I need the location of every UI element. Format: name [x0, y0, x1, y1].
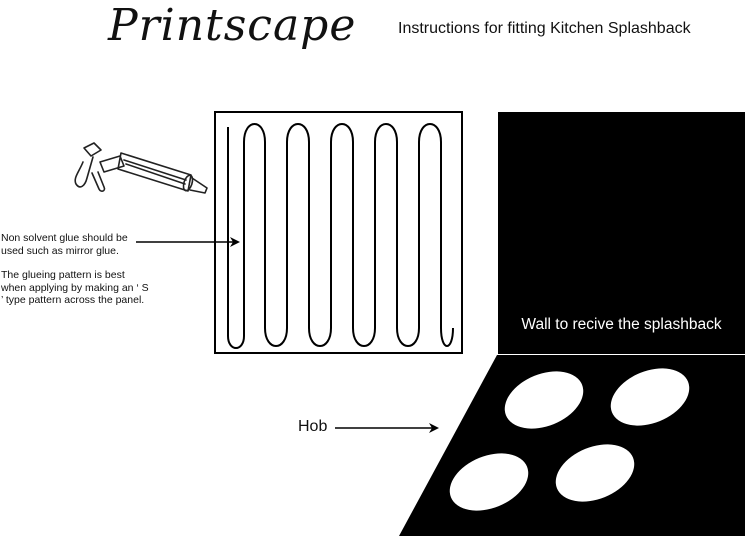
hob-label: Hob — [298, 418, 328, 435]
hob-burner — [449, 453, 529, 511]
glue-s-pattern — [227, 123, 454, 349]
glue-instruction-1: Non solvent glue should be used such as … — [1, 232, 128, 257]
hob-burner — [610, 368, 690, 426]
glue-instructions: Non solvent glue should be used such as … — [1, 232, 151, 319]
hob-burner — [555, 444, 635, 502]
caulking-gun-icon — [74, 142, 208, 194]
splashback-panel — [214, 111, 463, 354]
wall-block — [498, 112, 745, 354]
page-title: Instructions for fitting Kitchen Splashb… — [398, 20, 691, 37]
glue-instruction-2: The glueing pattern is best when applyin… — [1, 269, 149, 306]
hob-burner — [504, 371, 584, 429]
wall-label: Wall to recive the splashback — [521, 316, 722, 333]
brand-logo: Printscape — [108, 0, 357, 51]
